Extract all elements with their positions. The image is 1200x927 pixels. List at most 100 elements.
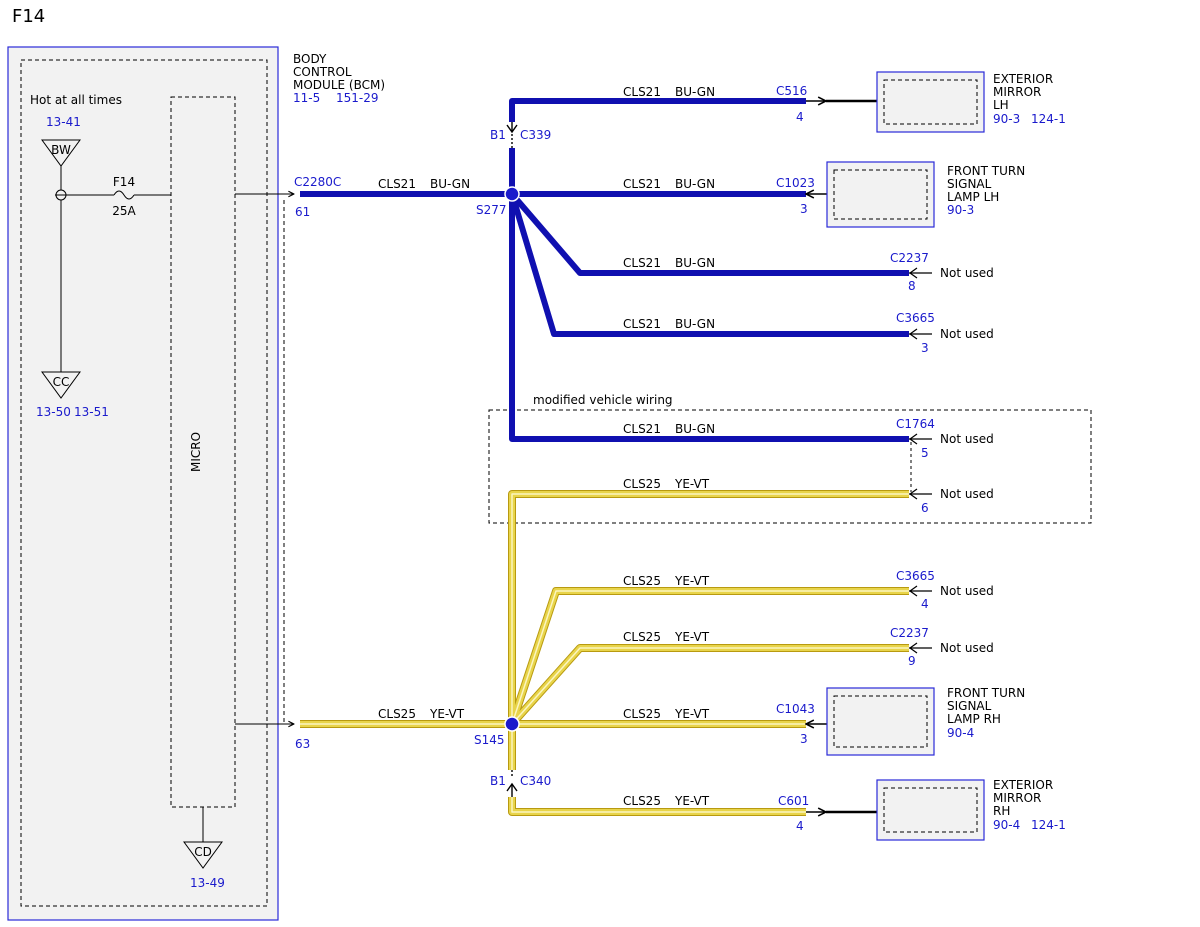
mirror-rh-line-2: MIRROR <box>993 791 1041 805</box>
bcm-ref-1: 11-5 <box>293 91 320 105</box>
wire-c3665-blue-color: BU-GN <box>675 317 715 331</box>
right-connectors: C516 4 C1023 3 C2237 8 C3665 3 C1764 5 6… <box>776 84 935 833</box>
c516-pin: 4 <box>796 110 804 124</box>
turn-lh-line-2: SIGNAL <box>947 177 992 191</box>
not-used-c3665-3: Not used <box>940 327 994 341</box>
wire-turn-lh-circuit: CLS21 <box>623 177 661 191</box>
bcm-name-line-3: MODULE (BCM) <box>293 78 385 92</box>
hot-label: Hot at all times <box>30 93 122 107</box>
c2280c-name: C2280C <box>294 175 341 189</box>
mirror-lh-ref-1: 90-3 <box>993 112 1020 126</box>
c1043-pin: 3 <box>800 732 808 746</box>
fuse-rating: 25A <box>112 204 136 218</box>
wire-labels: CLS21 BU-GN CLS25 YE-VT CLS21 BU-GN CLS2… <box>378 85 715 808</box>
bcm-name-line-1: BODY <box>293 52 327 66</box>
c340-connector-symbol <box>506 770 518 797</box>
bw-label: BW <box>51 143 71 157</box>
c3665-3-name: C3665 <box>896 311 935 325</box>
wire-mirror-rh-color: YE-VT <box>674 794 710 808</box>
mirror-lh-line-2: MIRROR <box>993 85 1041 99</box>
wire-c2237-yellow-color: YE-VT <box>674 630 710 644</box>
turn-lh-line-1: FRONT TURN <box>947 164 1025 178</box>
fuse-name: F14 <box>113 175 135 189</box>
c2237-9-pin: 9 <box>908 654 916 668</box>
wire-c2237-blue-color: BU-GN <box>675 256 715 270</box>
mirror-rh-ref-2: 124-1 <box>1031 818 1066 832</box>
not-used-c3665-4: Not used <box>940 584 994 598</box>
cc-ref-2: 13-51 <box>74 405 109 419</box>
mirror-lh-line-1: EXTERIOR <box>993 72 1053 86</box>
turn-lh-line-3: LAMP LH <box>947 190 999 204</box>
cc-ref-1: 13-50 <box>36 405 71 419</box>
cd-ref: 13-49 <box>190 876 225 890</box>
blue-wire-c2237 <box>509 192 909 276</box>
wire-bcm-yellow-circuit: CLS25 <box>378 707 416 721</box>
bcm-inner-box <box>20 59 268 907</box>
wire-bcm-blue-color: BU-GN <box>430 177 470 191</box>
component-arrows <box>806 101 878 812</box>
c1043-name: C1043 <box>776 702 815 716</box>
c601-name: C601 <box>778 794 809 808</box>
wire-turn-rh-circuit: CLS25 <box>623 707 661 721</box>
c2280c-pin-63: 63 <box>295 737 310 751</box>
wire-turn-rh-color: YE-VT <box>674 707 710 721</box>
fuse-symbol <box>113 190 135 200</box>
splice-s277 <box>504 186 520 202</box>
c1764-pin-6: 6 <box>921 501 929 515</box>
turn-rh-ref: 90-4 <box>947 726 974 740</box>
cc-label: CC <box>53 375 70 389</box>
fuse-ref: 13-41 <box>46 115 81 129</box>
c1764-name: C1764 <box>896 417 935 431</box>
wire-mirror-rh-circuit: CLS25 <box>623 794 661 808</box>
page-title: F14 <box>12 6 45 27</box>
c516-name: C516 <box>776 84 807 98</box>
c3665-3-pin: 3 <box>921 341 929 355</box>
c2237-8-pin: 8 <box>908 279 916 293</box>
mirror-rh-line-1: EXTERIOR <box>993 778 1053 792</box>
wire-mirror-lh-color: BU-GN <box>675 85 715 99</box>
wire-c3665-yellow-color: YE-VT <box>674 574 710 588</box>
wire-c2237-yellow-circuit: CLS25 <box>623 630 661 644</box>
c1023-pin: 3 <box>800 202 808 216</box>
wire-c1764-blue-color: BU-GN <box>675 422 715 436</box>
not-used-c2237-8: Not used <box>940 266 994 280</box>
c340-pin: B1 <box>490 774 506 788</box>
c340-name: C340 <box>520 774 551 788</box>
bcm-module: MICRO BODY CONTROL MODULE (BCM) 11-5 151… <box>7 46 385 921</box>
blue-wire-c3665 <box>509 193 909 337</box>
turn-rh-line-1: FRONT TURN <box>947 686 1025 700</box>
cd-label: CD <box>194 845 212 859</box>
not-used-c1764-6: Not used <box>940 487 994 501</box>
c3665-4-pin: 4 <box>921 597 929 611</box>
not-used-c1764-5: Not used <box>940 432 994 446</box>
wire-bcm-blue-circuit: CLS21 <box>378 177 416 191</box>
blue-wire-c1764 <box>509 194 909 442</box>
micro-label: MICRO <box>189 432 203 472</box>
splice-s277-label: S277 <box>476 203 507 217</box>
wire-c1764-yellow-circuit: CLS25 <box>623 477 661 491</box>
c2280c-pin-61: 61 <box>295 205 310 219</box>
c601-pin: 4 <box>796 819 804 833</box>
blue-wire-mirror-lh <box>509 98 806 122</box>
splice-s145 <box>504 716 520 732</box>
c339-name: C339 <box>520 128 551 142</box>
wire-mirror-lh-circuit: CLS21 <box>623 85 661 99</box>
turn-rh-line-3: LAMP RH <box>947 712 1001 726</box>
bcm-name-line-2: CONTROL <box>293 65 352 79</box>
wire-c1764-blue-circuit: CLS21 <box>623 422 661 436</box>
yellow-wire-group <box>300 490 909 816</box>
cc-ground-symbol <box>41 371 81 399</box>
c2237-8-name: C2237 <box>890 251 929 265</box>
bw-ground-symbol <box>41 139 81 167</box>
wire-c3665-blue-circuit: CLS21 <box>623 317 661 331</box>
wire-c3665-yellow-circuit: CLS25 <box>623 574 661 588</box>
mirror-lh-line-3: LH <box>993 98 1009 112</box>
bcm-ref-2: 151-29 <box>336 91 379 105</box>
turn-lh-ref: 90-3 <box>947 203 974 217</box>
mirror-rh-ref-1: 90-4 <box>993 818 1020 832</box>
mirror-rh-line-3: RH <box>993 804 1010 818</box>
wire-c1764-yellow-color: YE-VT <box>674 477 710 491</box>
mirror-lh-ref-2: 124-1 <box>1031 112 1066 126</box>
wire-turn-lh-color: BU-GN <box>675 177 715 191</box>
